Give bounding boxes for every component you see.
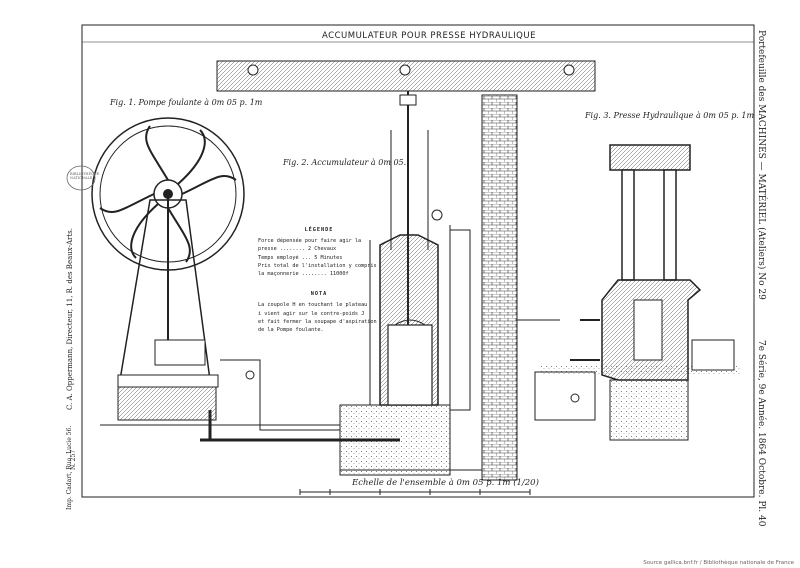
legend-panel: LÉGENDE Force dépensée pour faire agir l…: [258, 226, 380, 334]
nota-line: de la Pompe foulante.: [258, 327, 324, 334]
fig3-press-drawing: [570, 144, 735, 403]
legend-line: la maçonnerie ........ 11000f: [258, 271, 349, 278]
nota-line: et fait fermer la soupape d'aspiration: [258, 318, 377, 325]
plate-title: ACCUMULATEUR POUR PRESSE HYDRAULIQUE: [322, 31, 536, 41]
legend-line: Temps employé ... 5 Minutes: [258, 254, 343, 261]
scale-bar: [299, 489, 531, 495]
legend-heading: LÉGENDE: [304, 227, 334, 233]
scale-caption: Echelle de l'ensemble à 0m 05 p. 1m (1/2…: [352, 478, 539, 488]
nota-heading: NOTA: [310, 291, 328, 298]
fig2-caption: Fig. 2. Accumulateur à 0m 05.: [283, 158, 407, 167]
fig3-caption: Fig. 3. Presse Hydraulique à 0m 05 p. 1m: [585, 111, 755, 120]
left-margin-publisher: C. A. Oppermann, Directeur, 11, R. des B…: [66, 228, 74, 410]
library-stamp: [66, 165, 96, 191]
pipe-lines: [220, 229, 560, 431]
stamp-text: BIBLIOTHÈQUE NATIONALE: [70, 172, 100, 180]
overhead-beam: [216, 60, 596, 92]
nota-line: i vient agir sur le contre-poids J: [258, 310, 365, 317]
legend-line: presse ........ 2 Chevaux: [258, 246, 337, 253]
fig2-accumulator-drawing: [369, 91, 451, 406]
legend-line: Prix total de l'installation y compris: [258, 262, 377, 269]
plate-border: [81, 24, 755, 498]
legend-line: Force dépensée pour faire agir la: [258, 238, 362, 245]
right-margin-date: 7e Série, 9e Année. 1864 Octobre. Pl. 40: [756, 340, 766, 527]
source-footer: Source gallica.bnf.fr / Bibliothèque nat…: [643, 560, 794, 566]
fig1-caption: Fig. 1. Pompe foulante à 0m 05 p. 1m: [110, 98, 263, 107]
left-plate-number: N. 257: [70, 449, 77, 470]
fig1-pump-drawing: [91, 117, 255, 421]
nota-line: La coupole H en touchant le plateau: [258, 302, 368, 309]
right-margin-title: Portefeuille des MACHINES — MATÉRIEL (At…: [756, 30, 766, 300]
brick-pillar: [481, 94, 518, 481]
